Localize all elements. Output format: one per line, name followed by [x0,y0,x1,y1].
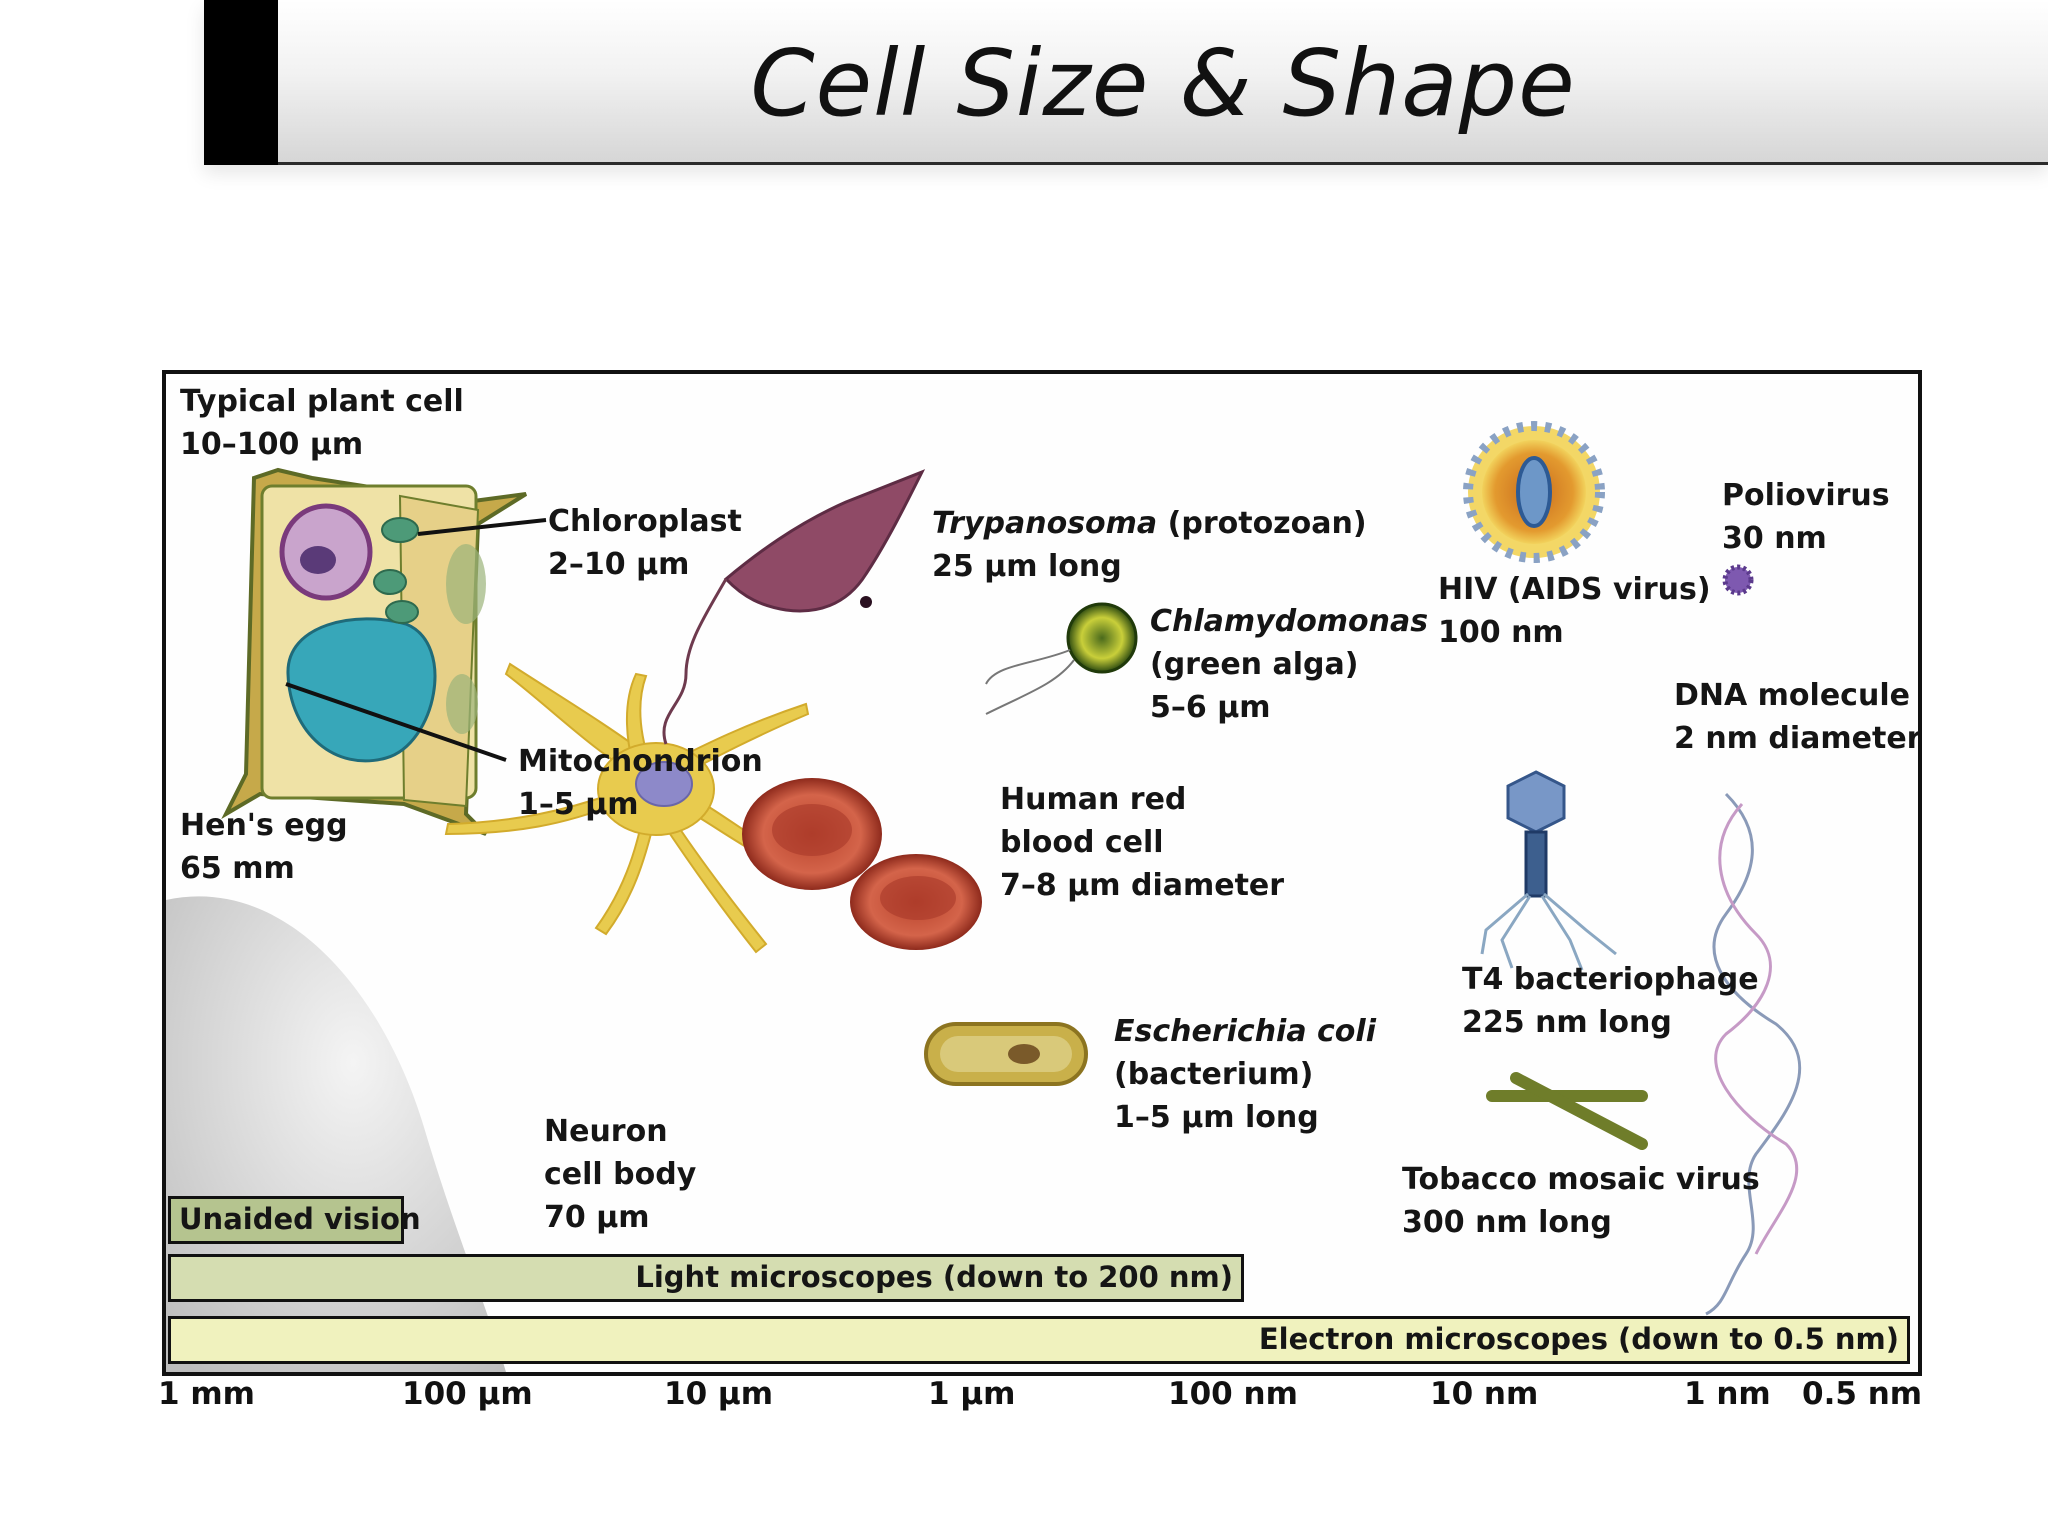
ecoli-desc: (bacterium) [1114,1057,1314,1092]
mitochondrion-label: Mitochondrion 1–5 µm [518,740,763,826]
light-microscopes-bar: Light microscopes (down to 200 nm) [168,1254,1244,1302]
chlamydomonas-label: Chlamydomonas (green alga) 5–6 µm [1150,600,1428,729]
ecoli-name: Escherichia coli [1114,1014,1376,1049]
plant-cell-drawing [221,467,547,836]
scale-tick-1um: 1 µm [928,1376,1016,1412]
trypanosoma-type: (protozoan) [1157,506,1367,541]
hens-egg-label: Hen's egg 65 mm [180,804,348,890]
scale-tick-100nm: 100 nm [1168,1376,1298,1412]
red-blood-cells-drawing [742,778,982,950]
trypanosoma-drawing [662,469,926,745]
trypanosoma-label: Trypanosoma (protozoan) 25 µm long [932,502,1367,588]
neuron-name-line2: cell body [544,1157,697,1192]
hiv-name: HIV (AIDS virus) [1438,572,1711,607]
red-blood-cell-label: Human red blood cell 7–8 µm diameter [1000,778,1284,907]
hens-egg-size: 65 mm [180,851,295,886]
tmv-name: Tobacco mosaic virus [1402,1162,1760,1197]
poliovirus-size: 30 nm [1722,521,1827,556]
chloroplast-name: Chloroplast [548,504,742,539]
electron-microscopes-label: Electron microscopes (down to 0.5 nm) [1258,1322,1899,1356]
slide-title: Cell Size & Shape [750,30,1576,137]
hens-egg-drawing [166,896,506,1372]
tobacco-mosaic-virus-drawing [1486,1072,1648,1150]
chlamydomonas-desc: (green alga) [1150,647,1359,682]
unaided-vision-label: Unaided vision [179,1202,421,1236]
plant-cell-label: Typical plant cell 10–100 µm [180,380,464,466]
scale-tick-10nm: 10 nm [1430,1376,1539,1412]
scale-tick-1nm: 1 nm [1684,1376,1771,1412]
poliovirus-name: Poliovirus [1722,478,1890,513]
neuron-size: 70 µm [544,1200,650,1235]
t4-bacteriophage-drawing [1480,770,1617,971]
chloroplast-size: 2–10 µm [548,547,690,582]
poliovirus-label: Poliovirus 30 nm [1722,474,1890,560]
title-bar [204,0,2048,165]
scale-tick-1mm: 1 mm [158,1376,255,1412]
mitochondrion-size: 1–5 µm [518,787,639,822]
light-microscopes-label: Light microscopes (down to 200 nm) [635,1260,1233,1294]
hiv-drawing [1463,421,1605,563]
trypanosoma-genus: Trypanosoma [932,506,1158,541]
tmv-size: 300 nm long [1402,1205,1612,1240]
trypanosoma-size: 25 µm long [932,549,1122,584]
ecoli-drawing [924,1022,1088,1086]
chlamydomonas-size: 5–6 µm [1150,690,1271,725]
red-blood-cell-name-line2: blood cell [1000,825,1164,860]
chloroplast-label: Chloroplast 2–10 µm [548,500,742,586]
red-blood-cell-name-line1: Human red [1000,782,1187,817]
t4-size: 225 nm long [1462,1005,1672,1040]
tmv-label: Tobacco mosaic virus 300 nm long [1402,1158,1760,1244]
poliovirus-drawing [1722,564,1754,596]
dna-label: DNA molecule 2 nm diameter [1674,674,1922,760]
ecoli-size: 1–5 µm long [1114,1100,1319,1135]
dna-name: DNA molecule [1674,678,1910,713]
hens-egg-name: Hen's egg [180,808,348,843]
dna-molecule-drawing [1705,792,1802,1316]
dna-size: 2 nm diameter [1674,721,1922,756]
chlamydomonas-drawing [985,602,1138,715]
electron-microscopes-bar: Electron microscopes (down to 0.5 nm) [168,1316,1910,1364]
scale-tick-100um: 100 µm [402,1376,533,1412]
plant-cell-size: 10–100 µm [180,427,364,462]
mitochondrion-name: Mitochondrion [518,744,763,779]
scale-tick-0-5nm: 0.5 nm [1802,1376,1923,1412]
neuron-label: Neuron cell body 70 µm [544,1110,696,1239]
ecoli-label: Escherichia coli (bacterium) 1–5 µm long [1114,1010,1376,1139]
title-accent [204,0,278,165]
scale-tick-10um: 10 µm [664,1376,774,1412]
diagram-illustrations [166,421,1802,1372]
red-blood-cell-size: 7–8 µm diameter [1000,868,1285,903]
size-scale-diagram: Typical plant cell 10–100 µm Chloroplast… [162,370,1922,1376]
neuron-name-line1: Neuron [544,1114,668,1149]
hiv-size: 100 nm [1438,615,1564,650]
chlamydomonas-name: Chlamydomonas [1150,604,1429,639]
unaided-vision-bar: Unaided vision [168,1196,421,1244]
plant-cell-name: Typical plant cell [180,384,464,419]
trypanosoma-name: Trypanosoma (protozoan) [932,502,1367,545]
t4-name: T4 bacteriophage [1462,962,1759,997]
t4-label: T4 bacteriophage 225 nm long [1462,958,1759,1044]
hiv-label: HIV (AIDS virus) 100 nm [1438,568,1711,654]
